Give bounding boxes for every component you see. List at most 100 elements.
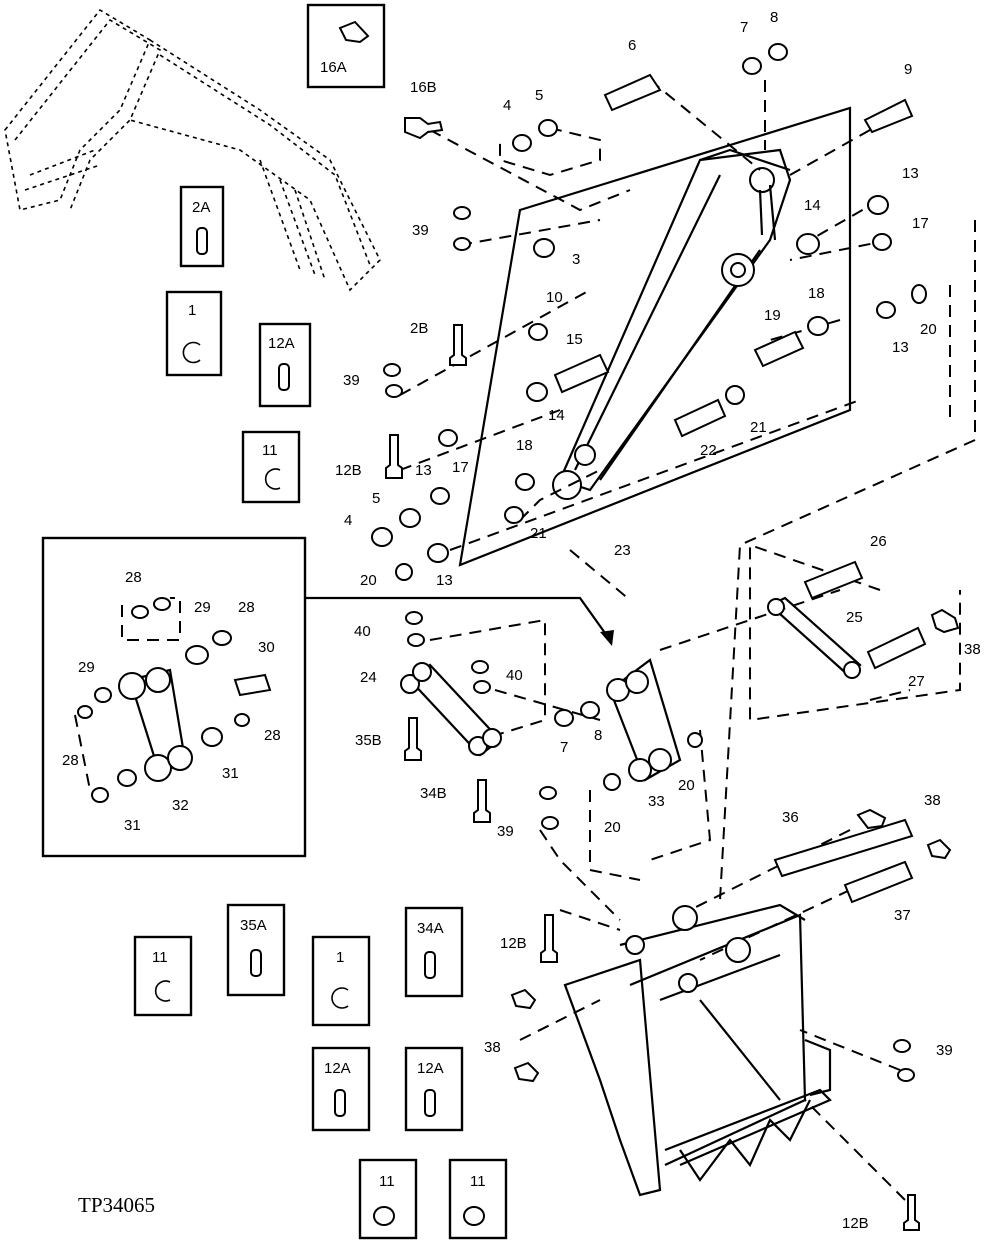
callout-37: 37 [894,907,911,924]
callout-39: 39 [497,823,514,840]
callout-13: 13 [892,339,909,356]
callout-8: 8 [770,9,778,26]
callout-17: 17 [452,459,469,476]
callout-20: 20 [360,572,377,589]
kit-label-35a: 35A [240,917,267,934]
callout-29: 29 [78,659,95,676]
kit-box-11-b [133,935,193,1017]
callout-38: 38 [924,792,941,809]
kit-box-1b [311,935,371,1027]
callout-30: 30 [258,639,275,656]
callout-10: 10 [546,289,563,306]
callout-26: 26 [870,533,887,550]
callout-28: 28 [125,569,142,586]
callout-3: 3 [572,251,580,268]
callout-33: 33 [648,793,665,810]
callout-16b: 16B [410,79,437,96]
kit-box-11-d [448,1158,508,1240]
kit-boxes: 16A 2A 1 12A 11 11 35A 1 34A 12A 12A 11 [133,3,508,1240]
kit-label-11-a: 11 [262,442,278,459]
kit-box-12a-3 [404,1046,464,1132]
callout-9: 9 [904,61,912,78]
callout-35b: 35B [355,732,382,749]
callout-labels: 6 7 8 9 16B 4 5 13 14 17 39 3 2B 10 15 1… [62,9,981,1232]
kit-box-11-a [241,430,301,504]
callout-38: 38 [964,641,981,658]
callout-20: 20 [604,819,621,836]
callout-5: 5 [535,87,543,104]
callout-32: 32 [172,797,189,814]
kit-label-16a: 16A [320,59,347,76]
kit-label-1a: 1 [188,302,196,319]
link-parts [400,596,862,791]
kit-label-12a-3: 12A [417,1060,444,1077]
kit-label-11-d: 11 [470,1173,486,1190]
callout-7: 7 [740,19,748,36]
callout-31: 31 [124,817,141,834]
callout-6: 6 [628,37,636,54]
callout-34b: 34B [420,785,447,802]
callout-24: 24 [360,669,377,686]
kit-label-1b: 1 [336,949,344,966]
callout-17: 17 [912,215,929,232]
kit-label-11-b: 11 [152,949,168,966]
callout-28: 28 [238,599,255,616]
callout-25: 25 [846,609,863,626]
callout-40: 40 [354,623,371,640]
detail-link-assembly [74,597,272,803]
callout-12b: 12B [500,935,527,952]
kit-box-1a [165,290,223,377]
arm-panel [458,106,852,567]
detail-arrow [305,596,614,646]
callout-13: 13 [902,165,919,182]
callout-21: 21 [530,525,547,542]
callout-23: 23 [614,542,631,559]
kit-box-11-c [358,1158,418,1240]
callout-5: 5 [372,490,380,507]
callout-13: 13 [415,462,432,479]
machine-outline [4,8,381,292]
callout-22: 22 [700,442,717,459]
callout-39: 39 [343,372,360,389]
callout-14: 14 [548,407,565,424]
callout-29: 29 [194,599,211,616]
callout-20: 20 [678,777,695,794]
callout-19: 19 [764,307,781,324]
callout-14: 14 [804,197,821,214]
callout-31: 31 [222,765,239,782]
callout-38: 38 [484,1039,501,1056]
kit-box-34a [404,906,464,998]
callout-39: 39 [936,1042,953,1059]
kit-box-16a [306,3,386,89]
callout-28: 28 [264,727,281,744]
kit-label-12a-1: 12A [268,335,295,352]
callout-20: 20 [920,321,937,338]
kit-label-12a-2: 12A [324,1060,351,1077]
callout-13: 13 [436,572,453,589]
callout-39: 39 [412,222,429,239]
bucket [563,903,832,1197]
pins-and-bushings [371,43,927,1082]
kit-label-34a: 34A [417,920,444,937]
bolts [385,117,960,1231]
callout-4: 4 [503,97,511,114]
callout-18: 18 [516,437,533,454]
callout-36: 36 [782,809,799,826]
kit-label-11-c: 11 [379,1173,395,1190]
callout-21: 21 [750,419,767,436]
callout-8: 8 [594,727,602,744]
callout-12b: 12B [842,1215,869,1232]
callout-7: 7 [560,739,568,756]
callout-4: 4 [344,512,352,529]
figure-code: TP34065 [78,1193,156,1217]
callout-40: 40 [506,667,523,684]
callout-2b: 2B [410,320,428,337]
kit-label-2a: 2A [192,199,210,216]
callout-12b: 12B [335,462,362,479]
callout-18: 18 [808,285,825,302]
callout-28: 28 [62,752,79,769]
callout-27: 27 [908,673,925,690]
callout-15: 15 [566,331,583,348]
